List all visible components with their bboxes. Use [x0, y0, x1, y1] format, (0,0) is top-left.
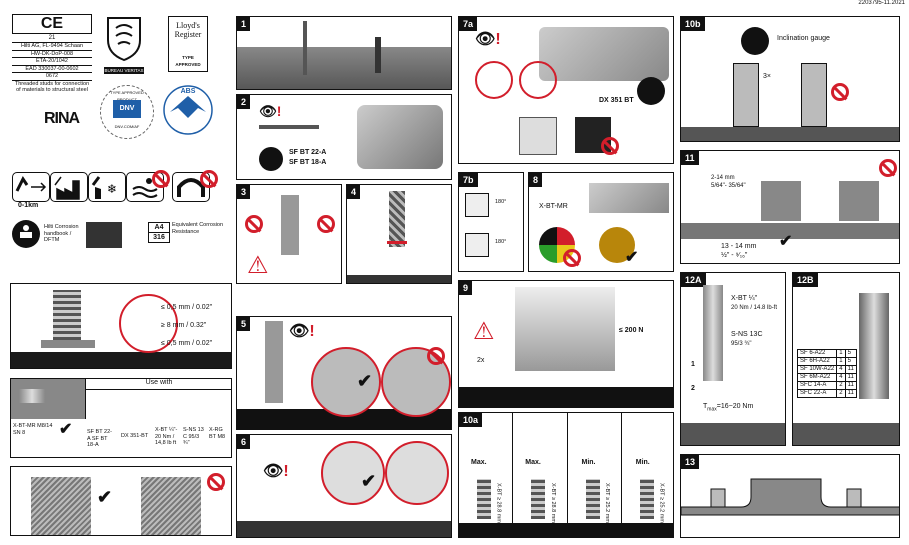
- step-5-panel: 5 👁! ✔: [236, 316, 452, 430]
- prohibited-icon: [879, 159, 897, 177]
- warning-icon: ⚠: [473, 318, 495, 345]
- prohibited-icon: [317, 215, 335, 233]
- check-icon: ✔: [361, 471, 377, 491]
- steel-beam-icon: [86, 222, 122, 248]
- inclination-gauge: [733, 63, 759, 127]
- step-6-panel: 6 👁! ✔: [236, 434, 452, 538]
- inclination-gauge: [801, 63, 827, 127]
- step-7a-panel: 7a 👁! DX 351 BT: [458, 16, 674, 164]
- prohibited-icon: [152, 170, 170, 188]
- prohibited-icon: [831, 83, 849, 101]
- check-icon: ✔: [625, 249, 639, 266]
- nut-washer: [761, 181, 801, 221]
- prohibited-icon: [563, 249, 581, 267]
- step-10b-panel: 10b Inclination gauge 3×: [680, 16, 900, 142]
- snow-icon: ❄: [88, 172, 126, 202]
- step-12a-panel: 12A X-BT ¼" 20 Nm / 14.8 lb-ft S-NS 13C …: [680, 272, 786, 446]
- stud-image: [19, 389, 45, 403]
- prohibited-icon: [601, 137, 619, 155]
- detail-circle: [119, 294, 178, 353]
- distance-label: 0-1km: [18, 202, 39, 209]
- clean-hole-detail: [321, 441, 385, 505]
- dnv-logo: TYPE APPROVED PRODUCT DNV DNV.COM/AF: [100, 85, 154, 139]
- socket-bit: [703, 285, 723, 381]
- document-number: 2203795-11.2021: [858, 0, 905, 6]
- brown-seal: [599, 227, 635, 263]
- eye-icon: 👁!: [289, 323, 315, 340]
- tool-nose: [515, 287, 615, 371]
- prohibited-icon: [427, 347, 445, 365]
- prohibited-icon: [245, 215, 263, 233]
- ce-mark: CE: [12, 14, 92, 34]
- stud: [303, 21, 307, 75]
- depth-col: Min. X-BT ≥ 25.2 mm: [635, 459, 665, 523]
- nut-washer: [839, 181, 879, 221]
- dx-351-bt-tool: [539, 27, 669, 81]
- hole-bad-detail: [381, 347, 451, 417]
- handbook-row: Hilti Corrosion handbook / DFTM A4 316 E…: [12, 220, 232, 260]
- use-with-table: Use with X-BT-MR M8/14 SN 8 ✔ SF BT 22-A…: [10, 378, 232, 458]
- drill-bit: [389, 191, 405, 247]
- read-manual-icon: [637, 77, 665, 105]
- environment-icons: ❄ 0-1km: [12, 170, 232, 214]
- step-11-panel: 11 2-14 mm 5/64"- 35/64" 13 - 14 mm ½" -…: [680, 150, 900, 264]
- screwdriver-tool: [357, 105, 443, 169]
- abs-logo: ABS: [162, 82, 214, 138]
- step-9-panel: 9 ⚠ 2x ≤ 200 N: [458, 280, 674, 408]
- lloyds-register-logo: Lloyd's Register TYPE APPROVED: [168, 16, 208, 72]
- weld-bend-panel: ✔: [10, 466, 232, 536]
- read-manual-icon: [12, 220, 40, 248]
- step-7b-panel: 7b 180° 180°: [458, 172, 524, 272]
- depth-col: Max. X-BT ≥ 28.8 mm: [459, 413, 514, 537]
- stud-dimensions-panel: ≤ 0,5 mm / 0.02" ≥ 8 mm / 0.32" ≤ 0,5 mm…: [10, 283, 232, 369]
- step-4-panel: 4: [346, 184, 452, 284]
- depth-col: Min. X-BT ≥ 25.2 mm: [568, 413, 622, 537]
- eye-icon: 👁!: [263, 463, 289, 480]
- step-10a-panel: 10a Max. X-BT ≥ 28.8 mm Max. X-BT ≥ 28.8…: [458, 412, 674, 538]
- svg-text:❄: ❄: [107, 182, 117, 196]
- threaded-stud: [53, 290, 81, 346]
- step-3-panel: 3 ⚠: [236, 184, 342, 284]
- depth-col: Max. X-BT ≥ 28.8 mm: [513, 413, 568, 537]
- check-icon: ✔: [779, 233, 793, 250]
- prohibited-icon: [207, 473, 225, 491]
- drill-bit: [265, 321, 283, 403]
- step-1-panel: 1: [236, 16, 452, 90]
- tool-images: [85, 389, 231, 419]
- ce-declaration: CE 21 Hilti AG, FL-9494 Schaan HW-DK-DoP…: [12, 14, 92, 94]
- a4-grade: A4 316: [148, 222, 170, 243]
- read-manual-icon: [259, 147, 283, 171]
- industrial-icon: [50, 172, 88, 202]
- torque-value: Tmax=16−20 Nm: [703, 403, 754, 413]
- coastal-distance-icon: [12, 172, 50, 202]
- eye-icon: 👁!: [259, 103, 282, 119]
- drill-tool: [281, 195, 299, 255]
- check-icon: ✔: [97, 487, 113, 507]
- eye-icon: 👁!: [475, 31, 501, 48]
- check-icon: ✔: [59, 421, 73, 438]
- prohibited-icon: [200, 170, 218, 188]
- bureau-veritas-logo: BUREAU VERITAS: [104, 14, 144, 74]
- hole-good-detail: [311, 347, 381, 417]
- bent-plate-illustration: [681, 478, 899, 516]
- check-icon: ✔: [357, 371, 373, 391]
- read-manual-icon: [741, 27, 769, 55]
- step-8-panel: 8 X-BT-MR ✔: [528, 172, 674, 272]
- warning-icon: ⚠: [247, 252, 269, 279]
- screwdriver-tool: [859, 293, 889, 399]
- drill-bit: [259, 125, 319, 129]
- gray-guide: [519, 117, 557, 155]
- dirty-hole-detail: [385, 441, 449, 505]
- step-13-panel: 13: [680, 454, 900, 538]
- step-2-panel: 2 👁! SF BT 22-A SF BT 18-A: [236, 94, 452, 180]
- rina-logo: RINA: [44, 110, 80, 127]
